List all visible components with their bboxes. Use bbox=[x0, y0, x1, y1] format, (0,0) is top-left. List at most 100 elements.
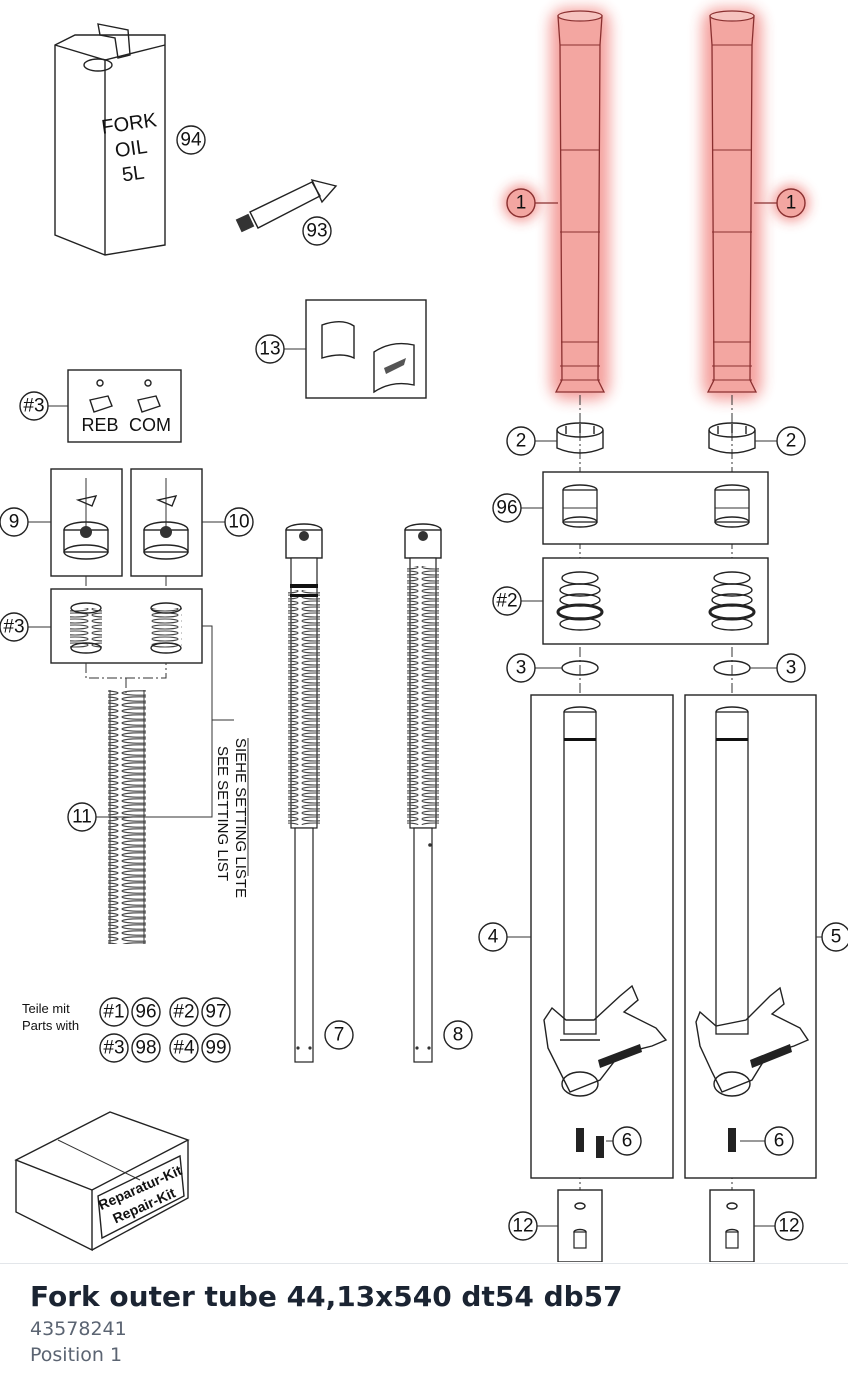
callout-6-right[interactable]: 6 bbox=[764, 1126, 794, 1156]
svg-text:96: 96 bbox=[496, 498, 517, 519]
exploded-parts-diagram: FORK OIL 5L 94 93 13 REB COM #3 bbox=[0, 8, 848, 1262]
callout-10[interactable]: 10 bbox=[224, 507, 254, 537]
legend-label-de: Teile mit bbox=[22, 1001, 70, 1016]
callout-12-right[interactable]: 12 bbox=[774, 1211, 804, 1241]
svg-text:10: 10 bbox=[228, 512, 249, 533]
legend-item-97[interactable]: 97 bbox=[201, 997, 231, 1027]
callout-3-right[interactable]: 3 bbox=[776, 653, 806, 683]
svg-text:3: 3 bbox=[786, 658, 797, 679]
cap-right[interactable] bbox=[708, 422, 756, 454]
legend-item-98[interactable]: 98 bbox=[131, 1033, 161, 1063]
callout-13[interactable]: 13 bbox=[255, 334, 285, 364]
svg-text:97: 97 bbox=[205, 1002, 226, 1023]
svg-text:#2: #2 bbox=[173, 1002, 194, 1023]
svg-text:1: 1 bbox=[786, 193, 797, 214]
svg-text:96: 96 bbox=[135, 1002, 156, 1023]
legend-item-2[interactable]: #2 bbox=[169, 997, 199, 1027]
svg-text:7: 7 bbox=[334, 1025, 345, 1046]
svg-text:12: 12 bbox=[512, 1216, 533, 1237]
callout-2-right[interactable]: 2 bbox=[776, 426, 806, 456]
bottom-bolt-right-box[interactable] bbox=[709, 1189, 755, 1262]
callout-1-left[interactable]: 1 bbox=[506, 188, 536, 218]
svg-text:9: 9 bbox=[9, 512, 20, 533]
callout-94[interactable]: 94 bbox=[176, 125, 206, 155]
part-name: Fork outer tube 44,13x540 dt54 db57 bbox=[30, 1280, 623, 1313]
svg-text:13: 13 bbox=[259, 339, 280, 360]
repair-kit-box[interactable]: Reparatur-Kit Repair-Kit bbox=[14, 1111, 190, 1252]
com-adjuster bbox=[137, 379, 161, 413]
outer-tube-right[interactable] bbox=[702, 8, 762, 400]
axle-tube-left bbox=[543, 706, 668, 1158]
cap-left[interactable] bbox=[556, 422, 604, 454]
bottom-bolt-left-box[interactable] bbox=[557, 1189, 603, 1262]
part-position: Position 1 bbox=[30, 1344, 123, 1366]
axle-tube-right-box[interactable] bbox=[684, 694, 817, 1179]
legend-label-en: Parts with bbox=[22, 1018, 79, 1033]
callout-seal-2[interactable]: #2 bbox=[492, 586, 522, 616]
svg-text:3: 3 bbox=[516, 658, 527, 679]
reb-adjuster bbox=[89, 379, 113, 413]
outer-tube-left[interactable] bbox=[550, 8, 610, 400]
legend-item-4[interactable]: #4 bbox=[169, 1033, 199, 1063]
setting-list-de: SIEHE SETTING LISTE bbox=[232, 738, 249, 898]
legend-item-3[interactable]: #3 bbox=[99, 1033, 129, 1063]
seal-left bbox=[556, 571, 604, 631]
callout-9[interactable]: 9 bbox=[0, 507, 29, 537]
axle-tube-left-box[interactable] bbox=[530, 694, 674, 1179]
label-set-box[interactable] bbox=[305, 299, 427, 399]
callout-4[interactable]: 4 bbox=[478, 922, 508, 952]
svg-text:#4: #4 bbox=[173, 1038, 195, 1059]
svg-text:#1: #1 bbox=[103, 1002, 124, 1023]
grease-tube[interactable] bbox=[235, 178, 338, 233]
adjuster-set-box[interactable] bbox=[67, 369, 182, 443]
callout-1-right[interactable]: 1 bbox=[776, 188, 806, 218]
callout-8[interactable]: 8 bbox=[443, 1020, 473, 1050]
bottom-bolt-right bbox=[725, 1202, 739, 1249]
bottom-bolt-left bbox=[573, 1202, 587, 1249]
cartridge-right[interactable] bbox=[404, 523, 442, 1063]
damper-cap-left bbox=[63, 478, 109, 560]
callout-spring-set-3[interactable]: #3 bbox=[0, 612, 29, 642]
svg-text:6: 6 bbox=[622, 1131, 633, 1152]
svg-text:5: 5 bbox=[831, 927, 842, 948]
legend-item-1[interactable]: #1 bbox=[99, 997, 129, 1027]
callout-5[interactable]: 5 bbox=[821, 922, 848, 952]
svg-text:6: 6 bbox=[774, 1131, 785, 1152]
svg-text:2: 2 bbox=[516, 431, 527, 452]
svg-text:94: 94 bbox=[180, 130, 202, 151]
callout-2-left[interactable]: 2 bbox=[506, 426, 536, 456]
callout-7[interactable]: 7 bbox=[324, 1020, 354, 1050]
svg-text:2: 2 bbox=[786, 431, 797, 452]
svg-text:#3: #3 bbox=[103, 1038, 124, 1059]
svg-text:1: 1 bbox=[516, 193, 527, 214]
callout-6-left[interactable]: 6 bbox=[612, 1126, 642, 1156]
fork-oil-can[interactable]: FORK OIL 5L bbox=[54, 23, 166, 256]
svg-text:11: 11 bbox=[72, 807, 92, 828]
svg-text:4: 4 bbox=[488, 927, 499, 948]
seal-right bbox=[708, 571, 756, 631]
svg-text:8: 8 bbox=[453, 1025, 464, 1046]
svg-text:98: 98 bbox=[135, 1038, 156, 1059]
seal-set-box[interactable] bbox=[542, 557, 769, 645]
svg-text:99: 99 bbox=[205, 1038, 226, 1059]
setting-list-en: SEE SETTING LIST bbox=[214, 746, 231, 881]
cartridge-left[interactable] bbox=[285, 523, 323, 1063]
com-label: COM bbox=[129, 415, 171, 435]
part-number: 43578241 bbox=[30, 1318, 127, 1340]
legend-item-99[interactable]: 99 bbox=[201, 1033, 231, 1063]
svg-text:12: 12 bbox=[778, 1216, 799, 1237]
callout-93[interactable]: 93 bbox=[302, 216, 332, 246]
bushing-right bbox=[714, 484, 750, 528]
callout-96[interactable]: 96 bbox=[492, 493, 522, 523]
callout-11[interactable]: 11 bbox=[67, 802, 97, 832]
callout-3-left[interactable]: 3 bbox=[506, 653, 536, 683]
legend-item-96[interactable]: 96 bbox=[131, 997, 161, 1027]
svg-text:93: 93 bbox=[306, 221, 327, 242]
svg-text:#2: #2 bbox=[496, 591, 517, 612]
part-info-panel: Fork outer tube 44,13x540 dt54 db57 4357… bbox=[30, 1278, 830, 1368]
divider bbox=[0, 1263, 848, 1264]
callout-12-left[interactable]: 12 bbox=[508, 1211, 538, 1241]
bushing-left bbox=[562, 484, 598, 528]
callout-adjuster-3[interactable]: #3 bbox=[19, 391, 49, 421]
oil-can-text-1: FORK bbox=[100, 109, 159, 139]
